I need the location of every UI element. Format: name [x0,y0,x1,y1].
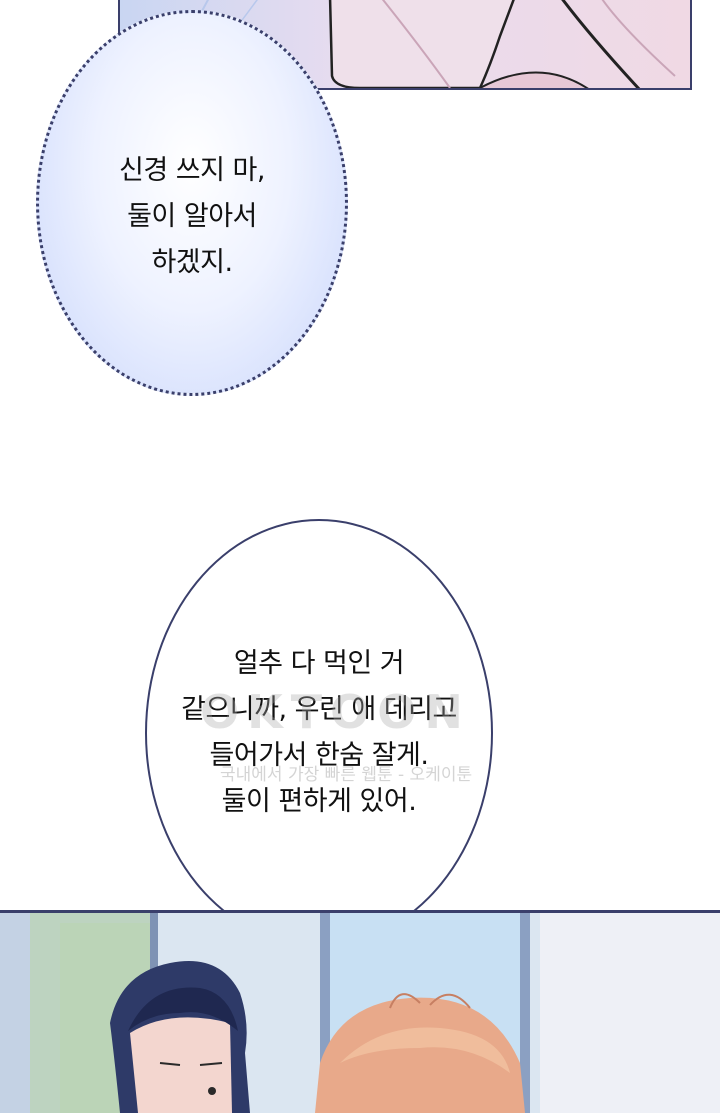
bottom-panel-artwork [0,913,720,1113]
bottom-comic-panel [0,910,720,1113]
speech-line: 둘이 편하게 있어. [145,779,493,825]
speech-line: 얼추 다 먹인 거 [145,641,493,687]
watermark-logo: OKTOON [200,685,471,739]
watermark-caption: 국내에서 가장 빠른 웹툰 - 오케이툰 [220,760,472,785]
